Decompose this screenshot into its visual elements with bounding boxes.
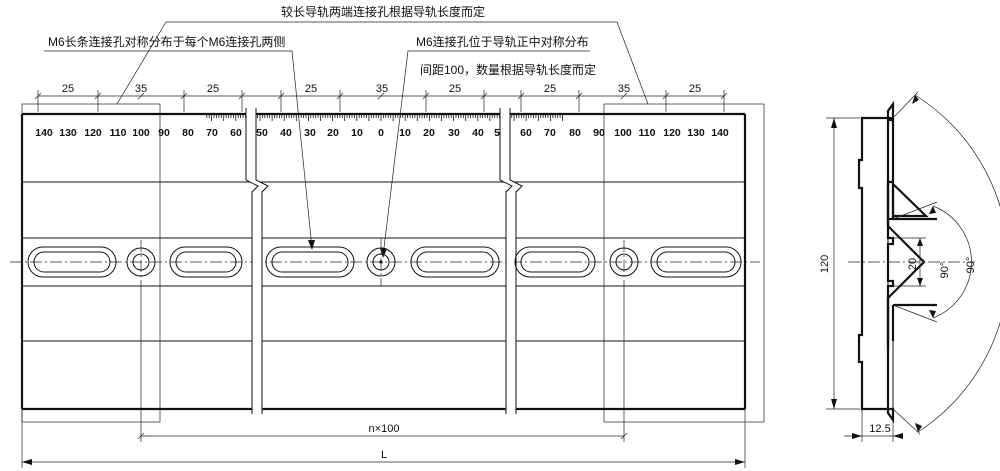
dim-slot-label: 20 [907,258,919,270]
dim-35-center: 35 [376,83,388,95]
dim-height: 120 [819,117,860,410]
dim-25-f: 25 [689,83,701,95]
dim-pitch: n×100 [137,284,628,442]
note-center-holes-line2: 间距100，数量根据导轨长度而定 [420,62,596,77]
scale-label-right-130: 130 [687,127,705,139]
dim-offset: 12.5 [844,409,903,442]
note-slot-holes: M6长条连接孔对称分布于每个M6连接孔两侧 [48,34,285,49]
scale-label-right-40: 40 [472,127,484,139]
dim-slot-width: 20 [893,237,926,287]
scale-label-right-140: 140 [711,127,729,139]
scale-label-left-20: 20 [327,127,339,139]
note-end-holes: 较长导轨两端连接孔根据导轨长度而定 [281,4,485,19]
slot-hole-center-right [410,246,500,278]
angle-inner-label: 90° [939,262,951,279]
dim-25-b: 25 [207,83,219,95]
rail-side-view [848,100,975,424]
dim-25-e: 25 [544,83,556,95]
ruler-scale: 140 130 120 110 100 90 80 70 60 50 40 30… [35,127,729,139]
left-end-zone [21,103,161,423]
dim-35-left: 35 [135,83,147,95]
scale-label-left-60: 60 [230,127,242,139]
angle-outer-label: 90° [965,257,977,274]
scale-label-left-30: 30 [304,127,316,139]
right-end-zone [603,103,765,423]
scale-label-left-10: 10 [351,127,363,139]
scale-label-right-70: 70 [544,127,556,139]
slot-hole-right-inner [514,246,596,278]
scale-label-zero: 0 [378,127,384,139]
dim-height-label: 120 [819,255,831,273]
slot-hole-right-outer [650,246,742,278]
dim-length: L [21,409,746,468]
annotation-right: M6连接孔位于导轨正中对称分布 间距100，数量根据导轨长度而定 [380,34,596,258]
dim-35-right: 35 [618,83,630,95]
scale-label-right-10: 10 [399,127,411,139]
annotation-top: 较长导轨两端连接孔根据导轨长度而定 [116,4,649,105]
break-line-right [499,108,523,414]
scale-label-right-80: 80 [569,127,581,139]
scale-label-right-60: 60 [520,127,532,139]
top-dimensions: 25 35 25 25 35 25 25 35 25 [34,83,728,112]
scale-label-left-110: 110 [110,127,127,139]
note-center-holes-line1: M6连接孔位于导轨正中对称分布 [416,34,589,49]
angle-construction: 90° 90° [892,91,1000,435]
dim-pitch-label: n×100 [369,423,400,435]
ruler-ticks [206,114,563,121]
slot-hole-left-inner [169,246,243,278]
scale-label-left-120: 120 [84,127,102,139]
dim-length-label: L [381,449,387,461]
scale-label-right-120: 120 [663,127,681,139]
scale-label-left-140: 140 [35,127,53,139]
dim-offset-label: 12.5 [869,423,890,435]
scale-label-left-50: 50 [256,127,268,139]
scale-label-right-100: 100 [614,127,632,139]
scale-label-left-90: 90 [158,127,170,139]
annotation-left: M6长条连接孔对称分布于每个M6连接孔两侧 [44,34,315,250]
dim-25-a: 25 [62,83,74,95]
scale-label-left-70: 70 [206,127,218,139]
dim-25-d: 25 [449,83,461,95]
scale-label-left-40: 40 [280,127,292,139]
scale-label-right-110: 110 [639,127,656,139]
slot-hole-left-outer [27,246,117,278]
scale-label-left-100: 100 [132,127,150,139]
scale-label-left-80: 80 [182,127,194,139]
scale-label-right-30: 30 [448,127,460,139]
rail-front-view [10,112,760,411]
scale-label-left-130: 130 [59,127,77,139]
scale-label-right-90: 90 [593,127,605,139]
dim-25-c: 25 [305,83,317,95]
scale-label-right-20: 20 [423,127,435,139]
slot-hole-center-left [265,246,355,278]
break-line-left [245,108,269,414]
